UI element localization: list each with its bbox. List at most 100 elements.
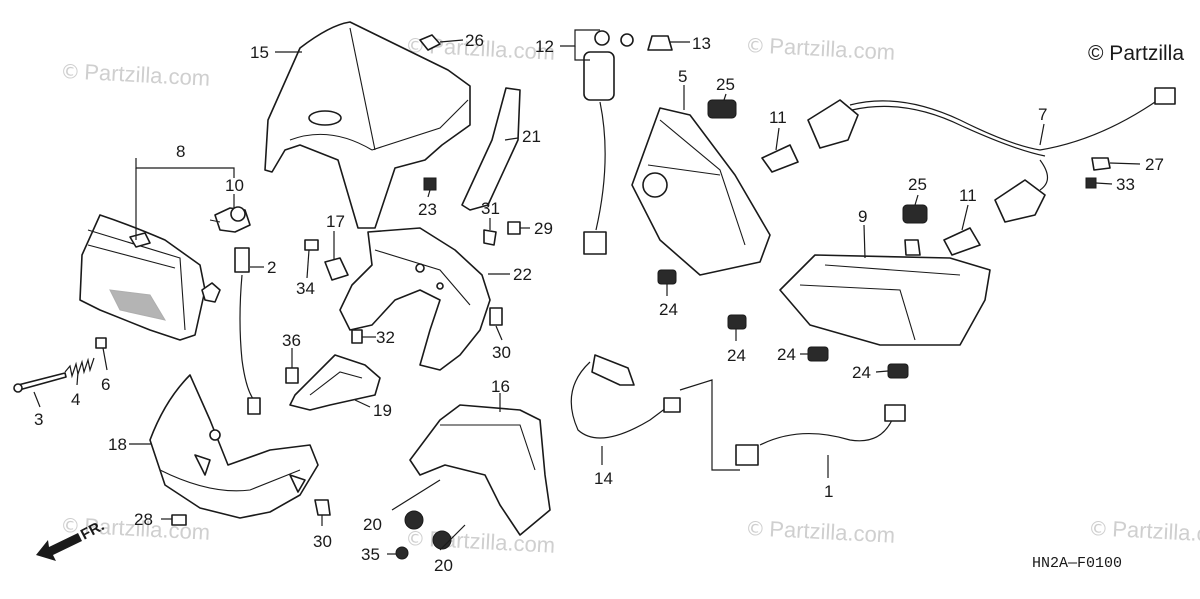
callout-32: 32 [376, 328, 395, 347]
callout-9: 9 [858, 207, 867, 226]
svg-text:Partzilla.com: Partzilla.com [84, 59, 211, 91]
part-27-clip [1091, 157, 1111, 171]
svg-text:©: © [60, 59, 81, 84]
part-24-grommet-b [727, 314, 747, 330]
callout-2: 2 [267, 258, 276, 277]
part-25-grommet-upper [707, 99, 737, 119]
diagram-code: HN2A—F0100 [1032, 555, 1122, 572]
callout-25-lower: 25 [908, 175, 927, 194]
callout-24-a: 24 [659, 300, 678, 319]
callout-numbers: 1 2 3 4 5 6 7 8 9 10 11 11 12 13 14 15 1… [34, 31, 1164, 575]
callout-12: 12 [535, 37, 554, 56]
part-33-screw [1085, 177, 1097, 189]
callout-33: 33 [1116, 175, 1135, 194]
part-11-bulb-lower [943, 227, 981, 256]
callout-20-upper: 20 [363, 515, 382, 534]
part-2-socket-harness [234, 247, 261, 415]
part-29-screw [507, 221, 521, 235]
part-19-stay [289, 354, 381, 411]
callout-24-c: 24 [777, 345, 796, 364]
part-9-headlight-right [779, 239, 991, 346]
svg-text:Partzilla.com: Partzilla.com [769, 516, 896, 548]
watermark: © Partzilla.com [405, 526, 556, 558]
callout-5: 5 [678, 67, 687, 86]
callout-18: 18 [108, 435, 127, 454]
callout-16: 16 [491, 377, 510, 396]
callout-17: 17 [326, 212, 345, 231]
callout-10: 10 [225, 176, 244, 195]
part-31-clip [483, 229, 497, 246]
part-3-screw [13, 372, 67, 393]
callout-20-lower: 20 [434, 556, 453, 575]
callout-28: 28 [134, 510, 153, 529]
callout-34: 34 [296, 279, 315, 298]
part-4-spring [64, 357, 95, 379]
svg-text:Partzilla.com: Partzilla.com [769, 33, 896, 65]
callout-19: 19 [373, 401, 392, 420]
callout-24-b: 24 [727, 346, 746, 365]
callout-11-upper: 11 [769, 108, 787, 127]
part-12-socket [583, 30, 634, 255]
watermark: © Partzilla.com [745, 33, 896, 65]
callout-14: 14 [594, 469, 613, 488]
part-20-grommet-upper [404, 510, 424, 530]
part-26-clip [419, 34, 441, 51]
callout-8: 8 [176, 142, 185, 161]
callout-27: 27 [1145, 155, 1164, 174]
callout-23: 23 [418, 200, 437, 219]
part-20-grommet-lower [432, 530, 452, 550]
callout-25-upper: 25 [716, 75, 735, 94]
callout-21: 21 [522, 127, 541, 146]
part-13-cap [647, 35, 673, 51]
leader-lines [33, 29, 1141, 555]
part-14-sub-harness [570, 354, 681, 439]
watermark: © Partzilla.com [745, 516, 896, 548]
callout-36: 36 [282, 331, 301, 350]
part-34-screw [304, 239, 319, 251]
part-24-grommet-c [807, 346, 829, 362]
callout-22: 22 [513, 265, 532, 284]
callout-13: 13 [692, 34, 711, 53]
part-5-headlight-center [631, 107, 771, 276]
watermark: © Partzilla.com [60, 59, 211, 91]
callout-26: 26 [465, 31, 484, 50]
callout-31: 31 [481, 199, 500, 218]
callout-29: 29 [534, 219, 553, 238]
arrow-icon [36, 533, 82, 561]
svg-text:©: © [745, 33, 766, 58]
part-24-grommet-a [657, 269, 677, 285]
callout-7: 7 [1038, 105, 1047, 124]
callout-3: 3 [34, 410, 43, 429]
svg-text:Partzilla.com: Partzilla.com [1112, 516, 1200, 548]
callout-6: 6 [101, 375, 110, 394]
svg-text:©: © [745, 516, 766, 541]
part-10-bulb [209, 206, 251, 233]
part-35-nut [395, 546, 409, 560]
part-17-bracket [324, 257, 349, 281]
part-23-grommet [423, 177, 437, 191]
part-36-bolt [285, 367, 299, 384]
part-30-bolt-bottom [314, 499, 331, 516]
callout-11-lower: 11 [959, 186, 977, 205]
part-25-grommet-lower [902, 204, 928, 224]
part-18-lower-cover [149, 374, 319, 519]
part-22-inner-cover [339, 227, 491, 371]
copyright-notice: © Partzilla [1088, 42, 1184, 65]
watermark: © Partzilla.com [1088, 516, 1200, 548]
callout-30-bottom: 30 [313, 532, 332, 551]
svg-text:©: © [1088, 516, 1109, 541]
callout-4: 4 [71, 390, 80, 409]
part-16-stay [409, 404, 551, 536]
callout-35: 35 [361, 545, 380, 564]
part-24-grommet-d [887, 363, 909, 379]
part-32-screw [351, 329, 363, 344]
part-30-screw-middle [489, 307, 503, 326]
part-7-wire-harness [807, 87, 1176, 223]
part-11-bulb-upper [761, 144, 799, 173]
part-21-hose [461, 87, 521, 211]
callout-30-middle: 30 [492, 343, 511, 362]
part-1-harness [735, 404, 906, 466]
callout-24-d: 24 [852, 363, 871, 382]
part-28-bolt [171, 514, 187, 526]
